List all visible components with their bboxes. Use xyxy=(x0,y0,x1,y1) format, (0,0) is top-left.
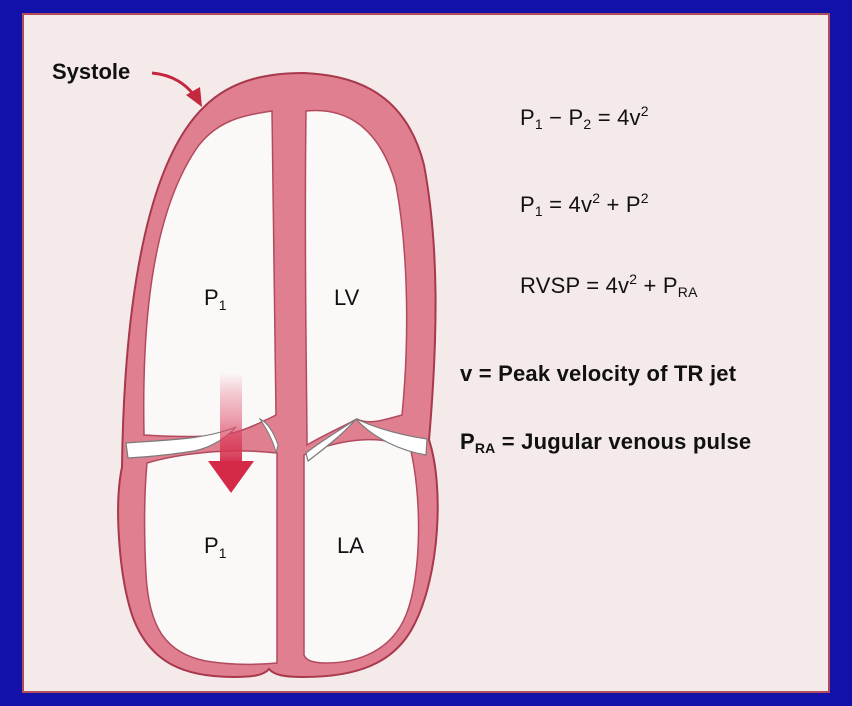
systole-arrow xyxy=(152,73,194,95)
definition-v: v = Peak velocity of TR jet xyxy=(460,361,736,387)
equation-1: P1 − P2 = 4v2 xyxy=(520,103,649,132)
chamber-label-lower-right: LA xyxy=(337,533,364,558)
tr-jet-arrow-shaft xyxy=(220,373,242,465)
systole-label: Systole xyxy=(52,59,130,84)
upper-left-chamber xyxy=(144,111,276,437)
figure-panel: Systole P1 LV P1 LA P1 − P2 = 4v2 P1 = 4… xyxy=(22,13,830,693)
definition-pra: PRA = Jugular venous pulse xyxy=(460,429,751,456)
equation-3: RVSP = 4v2 + PRA xyxy=(520,271,698,300)
heart-diagram: Systole P1 LV P1 LA xyxy=(24,15,454,691)
equation-2: P1 = 4v2 + P2 xyxy=(520,190,649,219)
chamber-label-upper-right: LV xyxy=(334,285,360,310)
